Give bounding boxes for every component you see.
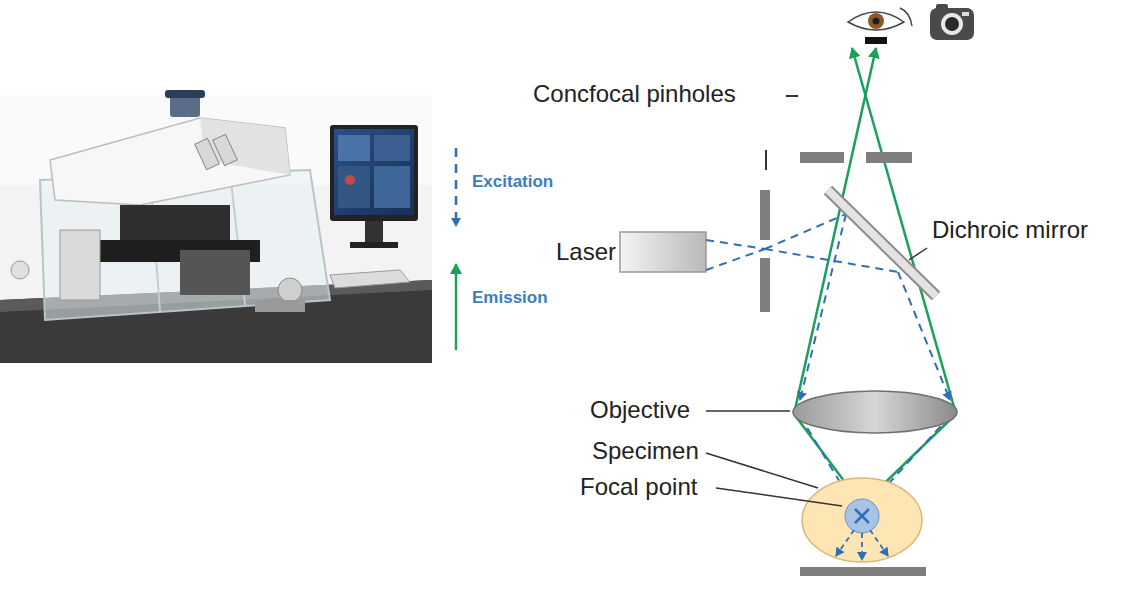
part-label: Dichroic mirror xyxy=(932,216,1088,244)
stage-plate xyxy=(800,567,926,576)
emission-arrow xyxy=(455,264,458,350)
focal-x xyxy=(855,509,869,523)
part-label: Laser xyxy=(556,238,616,266)
leader-line xyxy=(706,410,790,412)
eye-icon xyxy=(848,8,912,44)
leader-line xyxy=(706,453,818,488)
direction-label: Emission xyxy=(472,288,548,308)
focal-x xyxy=(855,509,869,523)
dichroic-mirror-face xyxy=(828,190,936,296)
microscope-photo xyxy=(0,90,432,363)
part-label: Objective xyxy=(590,396,690,424)
direction-label: Excitation xyxy=(472,172,553,192)
specimen-body xyxy=(802,478,922,562)
focal-spot xyxy=(845,499,879,533)
scatter-rays xyxy=(836,530,888,560)
excitation-rays xyxy=(706,214,950,502)
part-label: Focal point xyxy=(580,473,697,501)
dichroic-mirror xyxy=(828,190,936,296)
part-label: Specimen xyxy=(592,437,699,465)
objective-lens xyxy=(793,391,957,433)
emission-rays xyxy=(794,48,956,505)
camera-icon xyxy=(930,4,974,40)
part-label: Concfocal pinholes xyxy=(533,80,736,108)
laser-source xyxy=(620,232,706,272)
leader-line xyxy=(716,488,842,506)
leader-line xyxy=(909,248,927,260)
excitation-arrow xyxy=(455,148,458,226)
